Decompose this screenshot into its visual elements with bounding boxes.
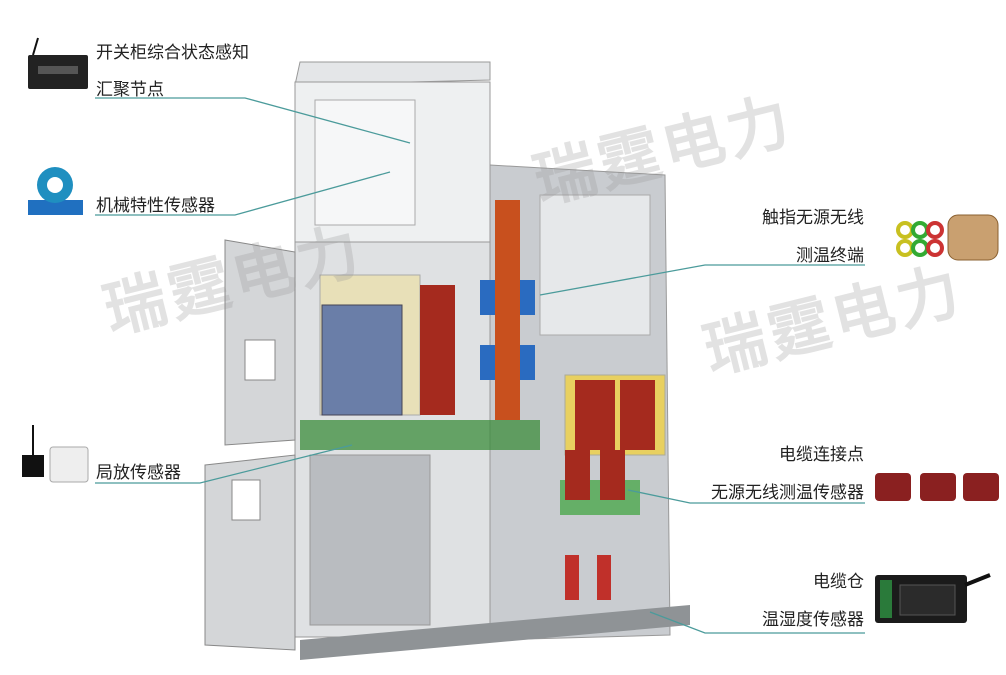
temp-humidity-sensor-icon [875,573,991,623]
leader-aggregation-node [95,97,411,144]
label-cable-joint-line2: 无源无线测温传感器 [711,483,864,503]
leader-contact-temp [539,264,865,296]
leader-cable-joint [627,489,865,504]
cabinet-doors [204,239,296,651]
leader-cable-room [649,611,865,634]
leader-mechanical-sensor [95,171,391,216]
cable-joint-sensor-icon [875,473,999,501]
leader-lines [95,97,865,634]
label-cable-room-line2: 温湿度传感器 [762,610,864,630]
partial-discharge-sensor-icon [22,425,89,483]
label-cable-room-line1: 电缆仓 [813,572,864,592]
aggregation-node-device-icon [28,37,88,89]
label-aggregation-node-line2: 汇聚节点 [96,80,164,100]
label-contact-temp-line2: 测温终端 [796,246,864,266]
leader-partial-discharge [95,444,353,484]
label-aggregation-node-line1: 开关柜综合状态感知 [96,43,249,63]
label-mechanical-sensor: 机械特性传感器 [96,196,215,216]
label-contact-temp-line1: 触指无源无线 [762,208,864,228]
switchgear-cabinet [294,61,690,660]
label-cable-joint-line1: 电缆连接点 [779,445,864,465]
contact-temp-terminal-icon [896,214,999,261]
mechanical-sensor-icon [28,167,83,215]
label-partial-discharge: 局放传感器 [96,463,181,483]
